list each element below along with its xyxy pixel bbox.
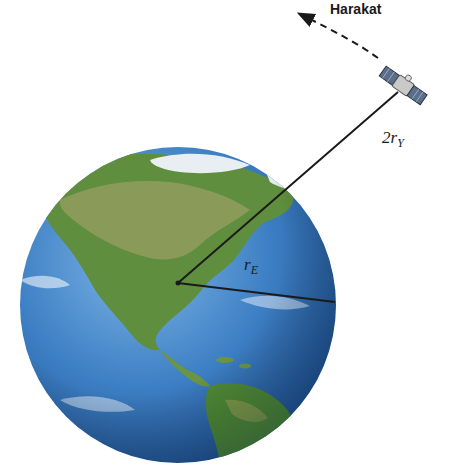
- earth-center-dot: [176, 281, 181, 286]
- earth-radius-line: [178, 283, 335, 302]
- orbit-radius-line: [178, 92, 398, 283]
- motion-arrow: [300, 14, 378, 58]
- orbit-radius-label: 2rY: [382, 128, 404, 151]
- earth-radius-label: rE: [244, 255, 258, 278]
- satellite-icon: [379, 61, 431, 105]
- earth-globe: [20, 147, 336, 466]
- motion-label: Harakat: [330, 1, 381, 17]
